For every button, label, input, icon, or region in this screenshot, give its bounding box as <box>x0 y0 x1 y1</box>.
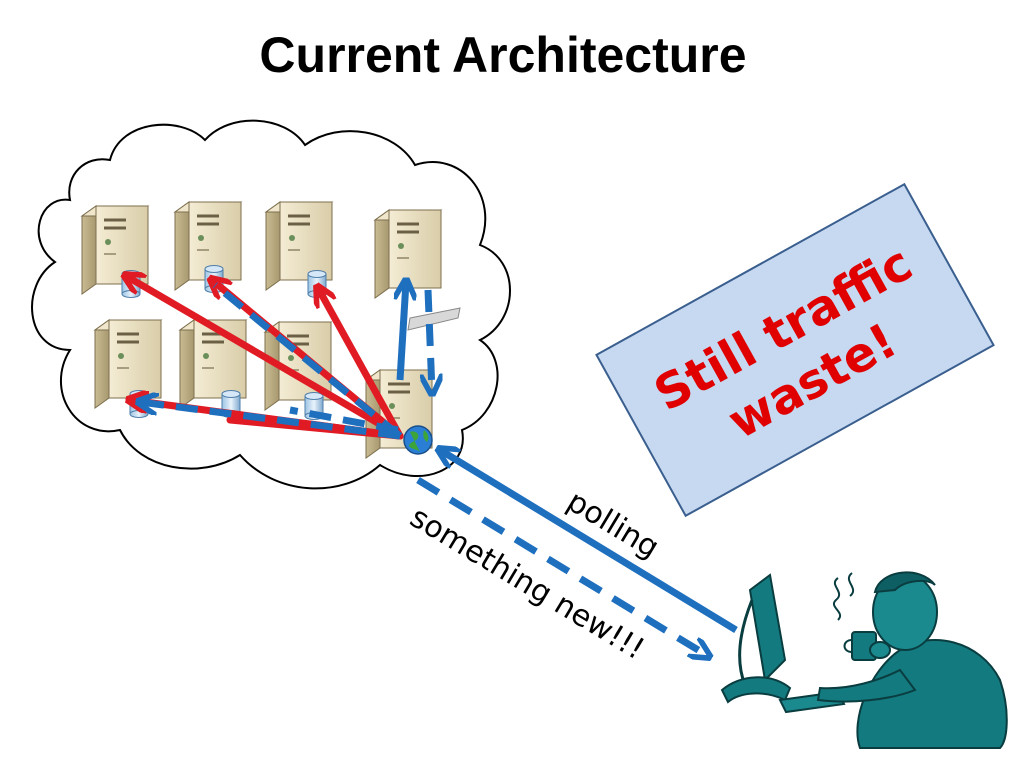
poll-up-arrow <box>400 282 406 381</box>
tray-icon <box>407 307 461 331</box>
polling-arrow <box>440 450 738 633</box>
server-icon <box>93 318 163 410</box>
callout-box: Still traffic waste! <box>595 182 995 518</box>
poll-down-arrow <box>428 289 432 392</box>
globe-icon <box>403 425 433 455</box>
response-arrow <box>416 477 708 656</box>
response-arrows <box>140 282 403 440</box>
slide-title: Current Architecture <box>259 27 747 83</box>
user-at-computer-icon <box>720 571 1008 749</box>
cloud-icon <box>31 119 511 490</box>
